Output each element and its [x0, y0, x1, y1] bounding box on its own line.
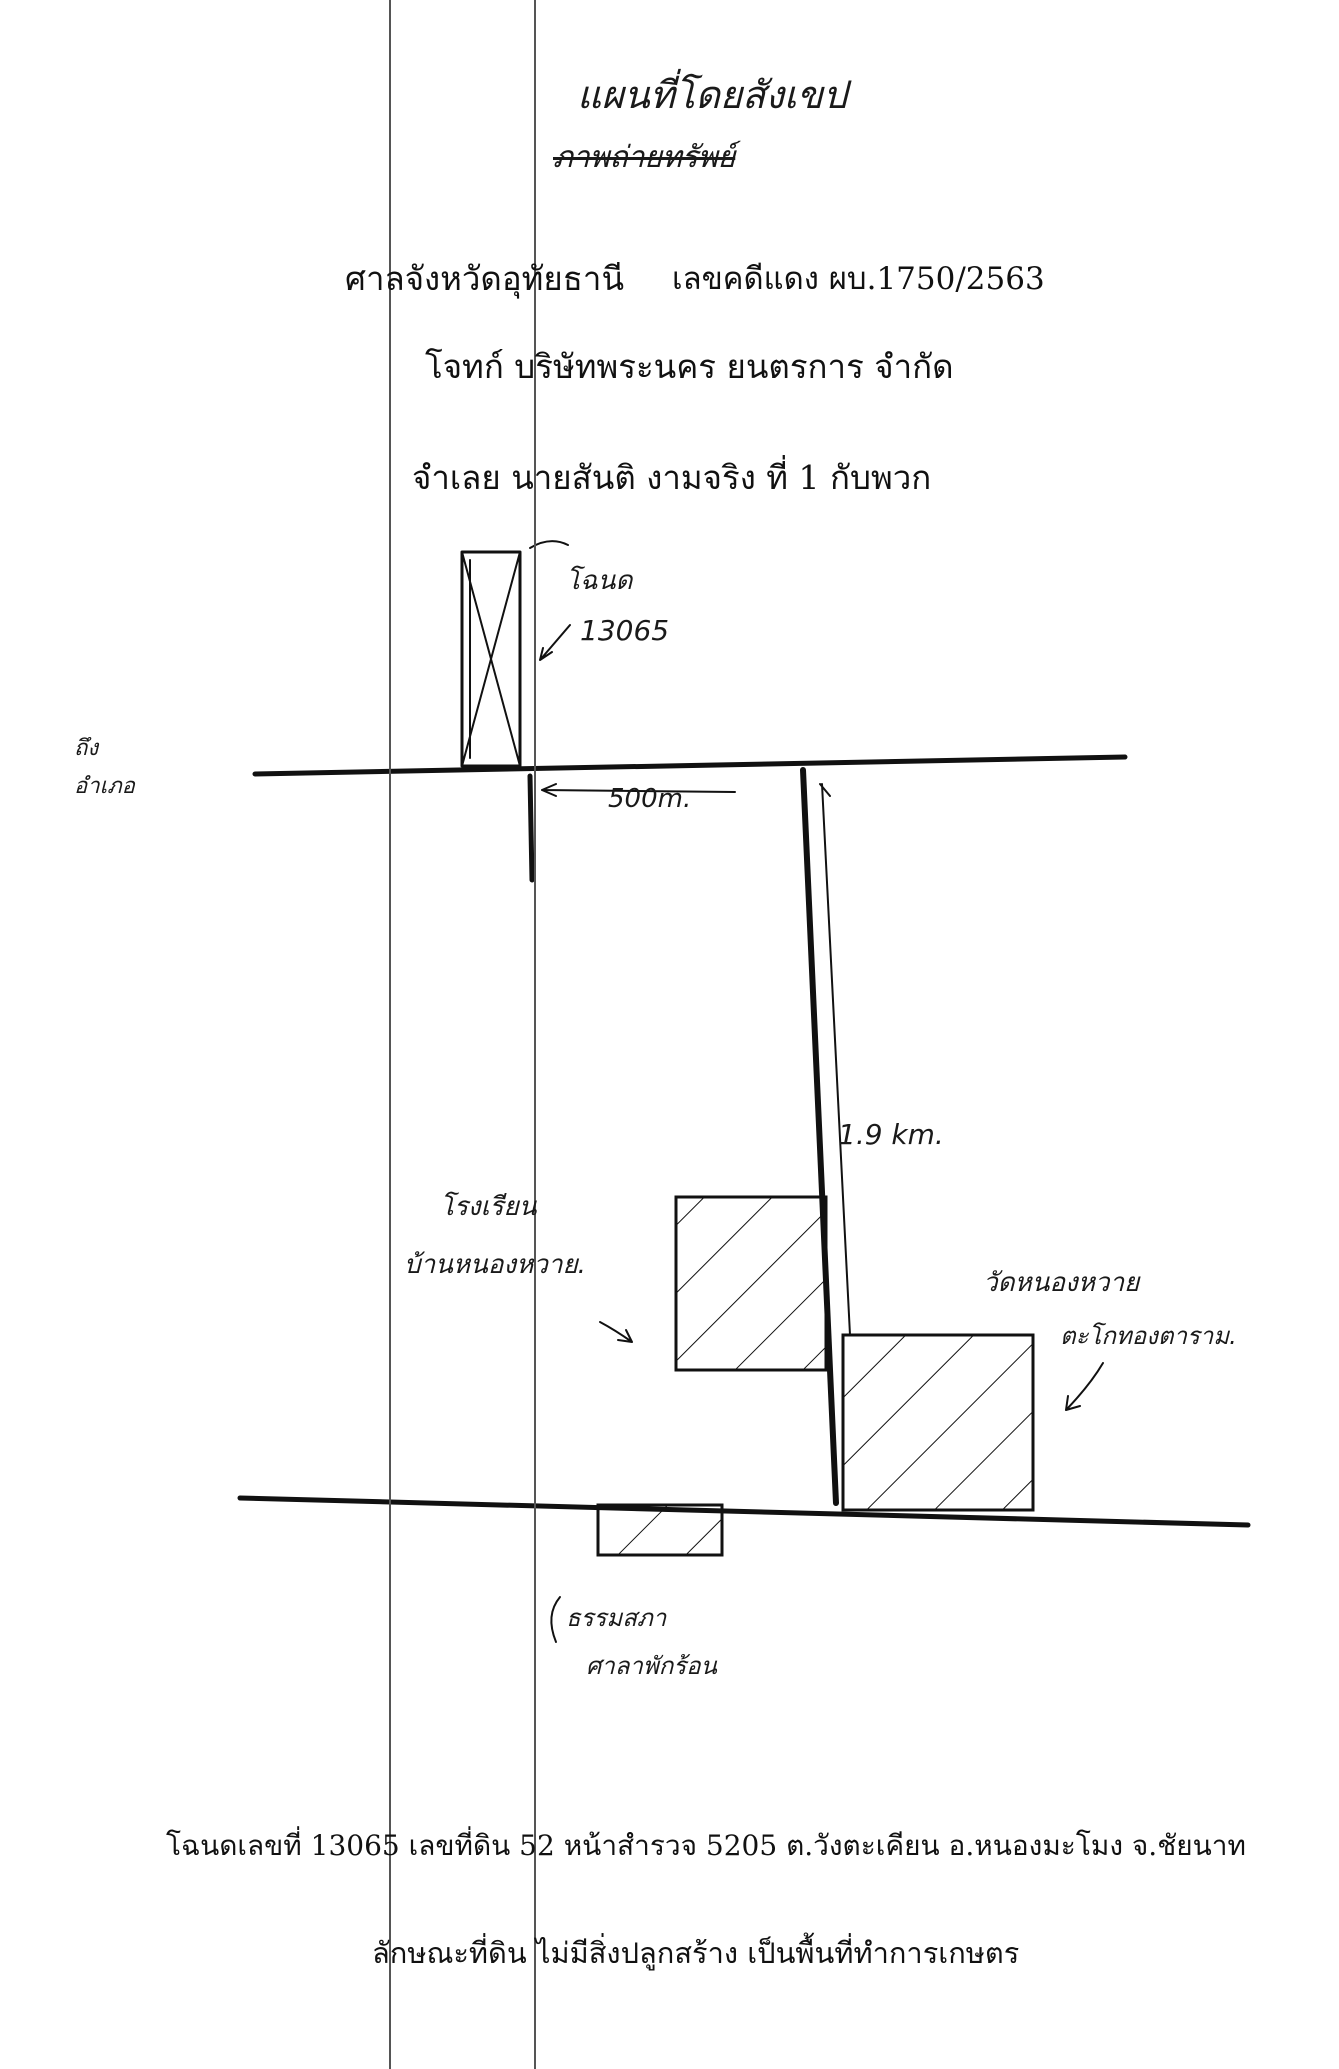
distance-vertical-label: 1.9 km. [838, 1118, 944, 1151]
school-block [674, 1195, 828, 1372]
left-note-1: ถึง [74, 736, 99, 761]
plot-access-stub [527, 773, 535, 883]
side-road [800, 767, 839, 1506]
temple-label-line-1: วัดหนองหวาย [983, 1268, 1140, 1298]
land-character: ลักษณะที่ดิน ไม่มีสิ่งปลูกสร้าง เป็นพื้น… [372, 1936, 1020, 1970]
plot-13065-marker [460, 550, 522, 768]
case-number: เลขคดีแดง ผบ.1750/2563 [672, 261, 1045, 297]
court-name: ศาลจังหวัดอุทัยธานี [345, 259, 625, 298]
hall-bracket [550, 1596, 561, 1643]
school-label-line-2: บ้านหนองหวาย. [404, 1250, 586, 1280]
left-note-2: อำเภอ [74, 774, 135, 799]
plot-label-arrow [539, 624, 571, 661]
bottom-road [237, 1495, 1251, 1528]
top-road [252, 754, 1128, 777]
hall-label-line-2: ศาลาพักร้อน [586, 1652, 717, 1680]
hall-label-line-1: ธรรมสภา [566, 1604, 667, 1632]
defendant: จำเลย นายสันติ งามจริง ที่ 1 กับพวก [412, 458, 932, 497]
distance-marker-1-9km [819, 783, 851, 1336]
plot-number: 13065 [580, 614, 670, 647]
plaintiff: โจทก์ บริษัทพระนคร ยนตรการ จำกัด [425, 347, 954, 386]
scan-line-left [389, 0, 391, 2069]
plot-label-bracket [529, 540, 569, 549]
header-struck-title: ภาพถ่ายทรัพย์ [553, 140, 736, 175]
school-arrow [599, 1321, 633, 1343]
scan-line-right [534, 0, 536, 2069]
temple-label-line-2: ตะโกทองตาราม. [1060, 1322, 1237, 1350]
deed-info: โฉนดเลขที่ 13065 เลขที่ดิน 52 หน้าสำรวจ … [166, 1829, 1246, 1862]
temple-block [841, 1333, 1035, 1512]
distance-marker-500m [541, 783, 736, 797]
assembly-hall-block [596, 1503, 724, 1557]
school-label-line-1: โรงเรียน [440, 1192, 537, 1222]
plot-label: โฉนด [566, 566, 633, 596]
temple-arrow [1065, 1362, 1104, 1411]
distance-top-label: 500m. [608, 784, 692, 814]
header-title: แผนที่โดยสังเขป [577, 73, 847, 117]
